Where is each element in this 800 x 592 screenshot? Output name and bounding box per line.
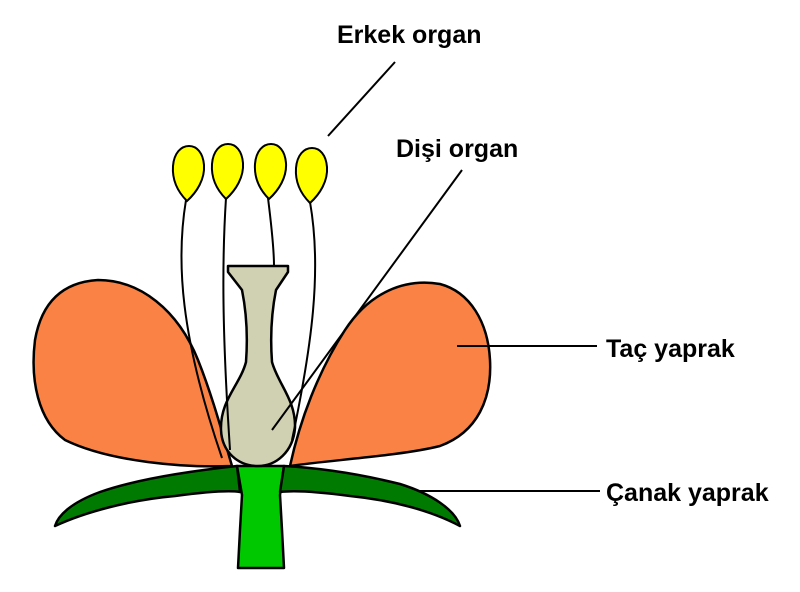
sepal-right	[278, 464, 462, 528]
label-petal: Taç yaprak	[606, 335, 735, 363]
anther-2	[210, 142, 245, 201]
anther-1	[171, 144, 206, 203]
leader-stamen	[327, 61, 396, 137]
sepal-left	[53, 464, 242, 528]
filament-1	[180, 199, 223, 459]
petal-right	[288, 281, 492, 468]
pistil	[219, 264, 297, 468]
stem	[235, 464, 286, 570]
label-pistil: Dişi organ	[396, 135, 518, 163]
petal-left	[32, 278, 234, 468]
leader-pistil	[271, 169, 463, 431]
filament-4	[291, 201, 317, 441]
anther-4	[294, 146, 329, 205]
leader-lines	[271, 61, 600, 492]
anther-3	[253, 142, 288, 201]
filament-3	[267, 197, 275, 267]
filaments	[180, 197, 317, 459]
label-sepal: Çanak yaprak	[606, 479, 769, 507]
label-stamen: Erkek organ	[337, 21, 482, 49]
anthers	[171, 142, 329, 205]
filament-2	[222, 197, 231, 451]
